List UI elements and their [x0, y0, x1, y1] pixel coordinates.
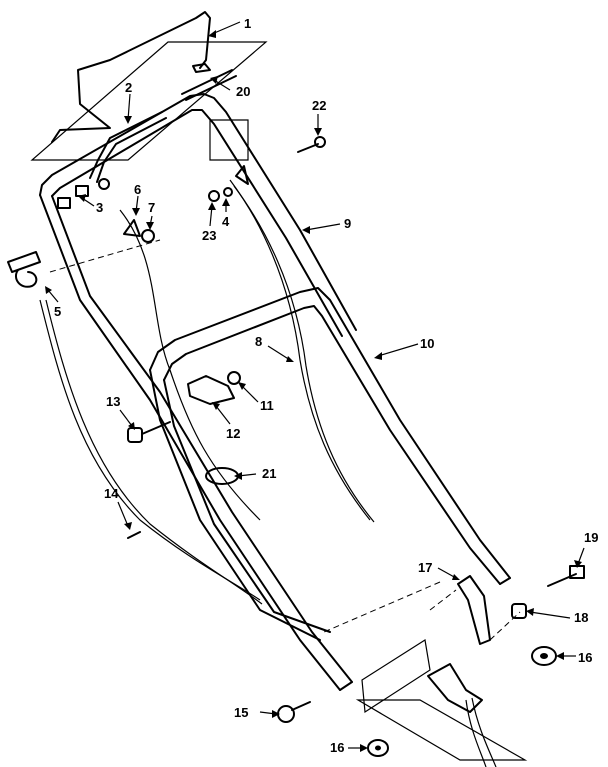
callout-1: 1 [244, 16, 251, 31]
alignment-lines [49, 239, 521, 641]
callout-16-right: 16 [578, 650, 592, 665]
callout-17: 17 [418, 560, 432, 575]
callout-10: 10 [420, 336, 434, 351]
upper-handle [39, 93, 357, 691]
callout-9: 9 [344, 216, 351, 231]
callout-7: 7 [148, 200, 155, 215]
callout-20: 20 [236, 84, 250, 99]
callout-labels: 1 2 3 4 5 6 7 8 9 10 11 12 13 14 15 16 1… [54, 16, 598, 755]
callout-21: 21 [262, 466, 276, 481]
callout-16-bottom: 16 [330, 740, 344, 755]
starter-handle [7, 251, 41, 288]
callout-5: 5 [54, 304, 61, 319]
callout-3: 3 [96, 200, 103, 215]
callout-18: 18 [574, 610, 588, 625]
reference-planes [30, 41, 528, 761]
callout-19: 19 [584, 530, 598, 545]
callout-14: 14 [104, 486, 119, 501]
callout-2: 2 [125, 80, 132, 95]
fasteners [57, 136, 585, 767]
leader-lines [45, 21, 585, 752]
callout-22: 22 [312, 98, 326, 113]
callout-4: 4 [222, 214, 230, 229]
callout-23: 23 [202, 228, 216, 243]
callout-8: 8 [255, 334, 262, 349]
lower-handle [149, 287, 511, 641]
control-bail [51, 11, 211, 143]
callout-12: 12 [226, 426, 240, 441]
callout-13: 13 [106, 394, 120, 409]
callout-6: 6 [134, 182, 141, 197]
callout-11: 11 [260, 398, 274, 413]
callout-15: 15 [234, 705, 248, 720]
control-cables [39, 179, 375, 605]
